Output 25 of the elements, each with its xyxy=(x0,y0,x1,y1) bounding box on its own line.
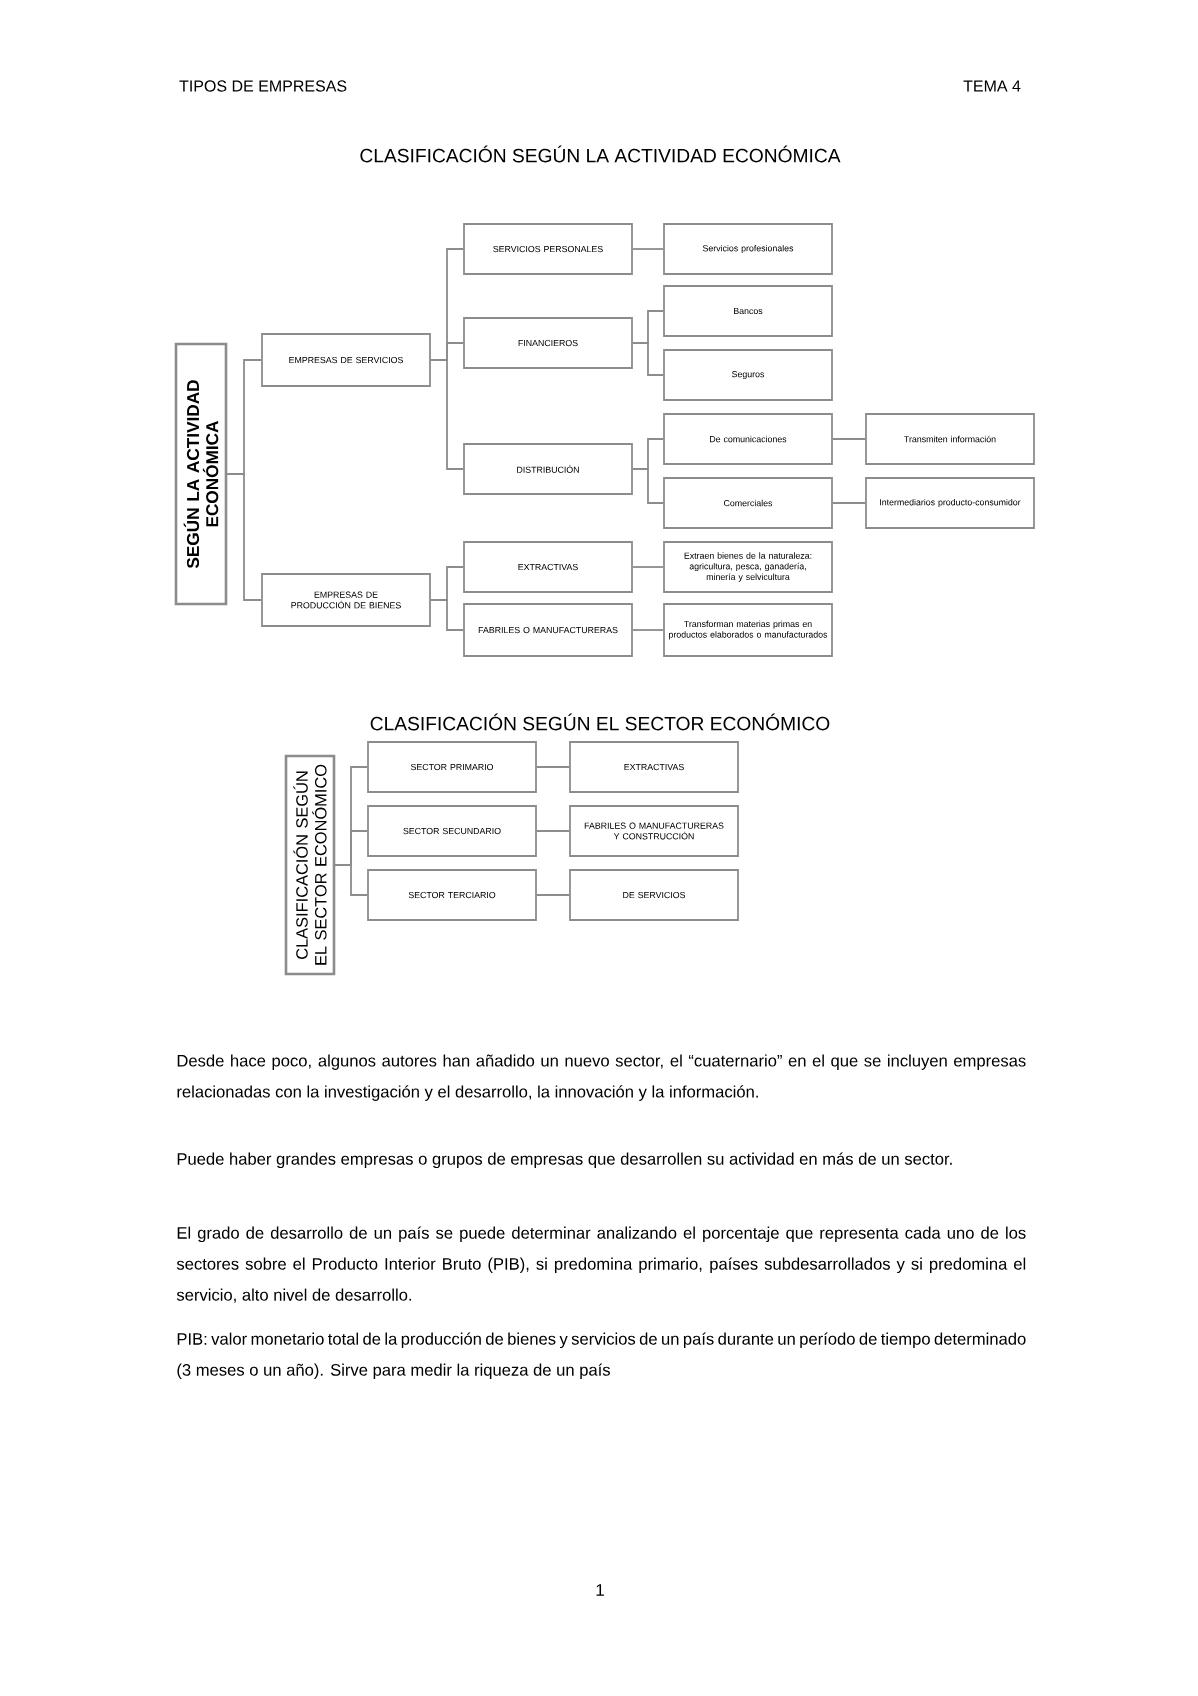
connector-line xyxy=(430,599,464,631)
connector-line xyxy=(536,830,570,832)
paragraph: El grado de desarrollo de un país se puede determinar analizando el porcentaje que representa cada uno de los sectores sobre el Producto Interior Bruto (PIB), si predomina primario, países subdesarrollados y si predomina el servicio, alto nivel de desarrollo. xyxy=(176,1226,1026,1303)
connector-line xyxy=(632,629,664,631)
header-text: TEMA 4 xyxy=(963,80,1021,92)
connector-line xyxy=(832,502,866,504)
page-number: 1 xyxy=(596,1584,604,1596)
connector-line xyxy=(632,248,664,250)
connector-line xyxy=(536,894,570,896)
root-box: CLASIFICACIÓN SEGÚN EL SECTOR ECONÓMICO xyxy=(284,754,336,976)
connector-line xyxy=(226,473,262,601)
connector-line xyxy=(430,359,464,470)
paragraph: Desde hace poco, algunos autores han añadido un nuevo sector, el “cuaternario” en el que se incluyen empresas relacionadas con la investigación y el desarrollo, la innovación y la información. xyxy=(177,1054,1026,1101)
connector-line xyxy=(632,468,664,504)
connector-line xyxy=(632,342,664,376)
paragraph: Puede haber grandes empresas o grupos de empresas que desarrollen su actividad en más de un sector. xyxy=(177,1152,952,1169)
connector-line xyxy=(832,438,866,440)
section-title: CLASIFICACIÓN SEGÚN EL SECTOR ECONÓMICO xyxy=(370,713,830,731)
paragraph: PIB: valor monetario total de la producción de bienes y servicios de un país durante un período de tiempo determinado (3 meses o un año). Sirve para medir la riqueza de un país xyxy=(177,1332,1026,1380)
connector-line xyxy=(632,566,664,568)
connector-line xyxy=(536,766,570,768)
section-title: CLASIFICACIÓN SEGÚN LA ACTIVIDAD ECONÓMICA xyxy=(360,145,841,163)
root-box: SEGÚN LA ACTIVIDAD ECONÓMICA xyxy=(174,342,228,606)
header-text: TIPOS DE EMPRESAS xyxy=(179,80,347,92)
connector-line xyxy=(334,864,368,896)
